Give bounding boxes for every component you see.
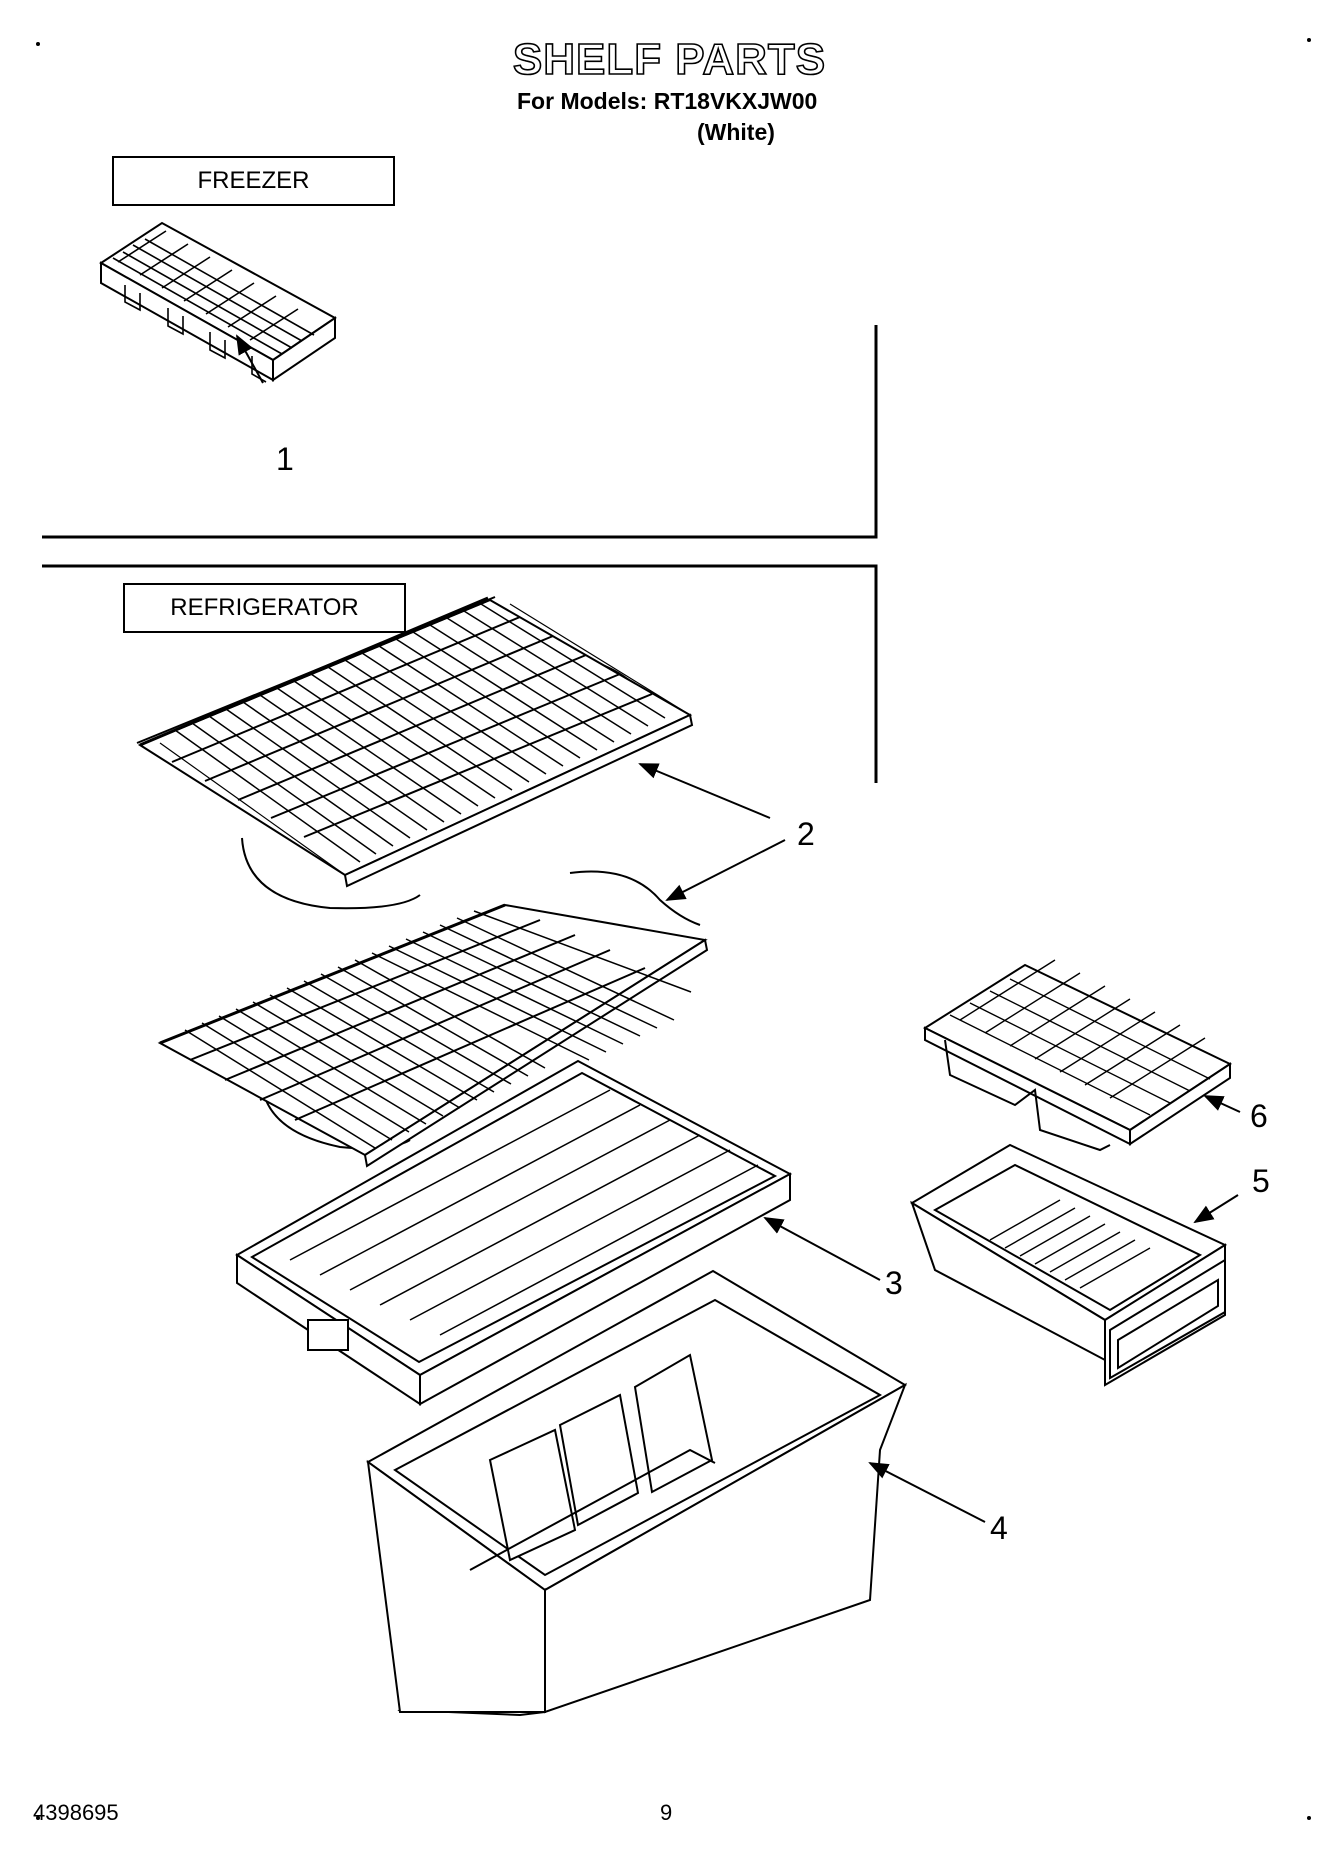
crisper-cover-part — [235, 1059, 793, 1406]
registration-marks — [36, 38, 1311, 1820]
callout-leader-1 — [236, 334, 264, 384]
callout-3: 3 — [885, 1265, 903, 1301]
callout-leader-6 — [1203, 1095, 1241, 1113]
models-line: For Models: RT18VKXJW00 — [517, 88, 818, 114]
ice-tray-part — [99, 221, 337, 383]
meat-drawer-part — [910, 1143, 1228, 1387]
callout-1: 1 — [276, 441, 294, 477]
freezer-section-label: FREEZER — [112, 156, 395, 206]
callout-leader-3 — [763, 1217, 881, 1281]
callout-5: 5 — [1252, 1163, 1270, 1199]
document-number: 4398695 — [33, 1800, 119, 1825]
callout-leader-2b — [665, 839, 786, 901]
callout-leader-4 — [868, 1462, 986, 1523]
section-frames — [42, 325, 878, 783]
refrigerator-section-label: REFRIGERATOR — [123, 583, 406, 633]
page-title: SHELF PARTS — [512, 35, 827, 84]
callout-leader-5 — [1193, 1194, 1239, 1224]
callout-4: 4 — [990, 1510, 1008, 1546]
wire-shelf-upper — [136, 596, 694, 910]
wire-shelf-lower — [157, 870, 709, 1168]
crisper-drawer-part — [366, 1269, 907, 1717]
callout-2: 2 — [797, 816, 815, 852]
page-number: 9 — [660, 1800, 673, 1825]
callout-6: 6 — [1250, 1098, 1268, 1134]
color-line: (White) — [697, 119, 775, 145]
callout-leader-2a — [638, 763, 771, 819]
small-shelf-part — [922, 959, 1233, 1152]
